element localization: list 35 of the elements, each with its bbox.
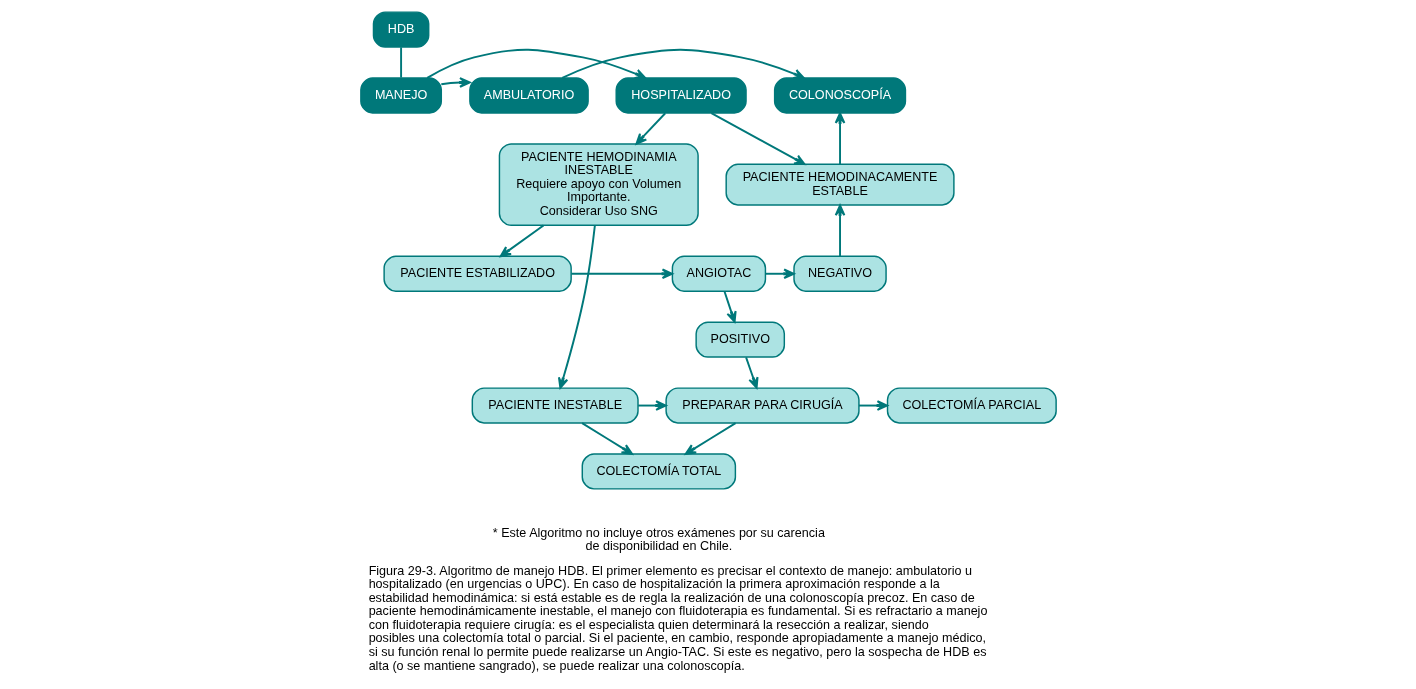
- node-box: PREPARAR PARA CIRUGÍA: [664, 387, 860, 424]
- node-box: HOSPITALIZADO: [614, 77, 747, 114]
- node-box: PACIENTE ESTABILIZADO: [382, 255, 572, 292]
- arrow: [723, 290, 737, 323]
- arrow: [569, 268, 673, 280]
- node-box: NEGATIVO: [792, 255, 887, 292]
- arrow: [834, 112, 845, 166]
- arrow: [834, 204, 845, 258]
- arrow: [857, 400, 888, 411]
- node-box: ANGIOTAC: [671, 255, 766, 292]
- node-box: PACIENTE INESTABLE: [471, 387, 639, 424]
- arrow: [709, 112, 806, 166]
- node-box: COLONOSCOPÍA: [773, 77, 906, 114]
- arrow: [635, 112, 666, 145]
- node-box: MANEJO: [359, 77, 442, 114]
- node-box: COLECTOMÍA TOTAL: [581, 453, 736, 490]
- arrow: [425, 48, 646, 80]
- node-box: HDB: [372, 11, 429, 48]
- node-box: POSITIVO: [694, 321, 785, 358]
- node-box: COLECTOMÍA PARCIAL: [886, 387, 1057, 424]
- arrow: [684, 422, 736, 455]
- arrow: [557, 224, 596, 389]
- caption: Figura 29-3. Algoritmo de manejo HDB. El primer elemento es precisar el contexto de manejo: ambulatorio u hospitalizado (en urgencias o UPC). En caso de hospitalización la primera aproximación responde a la estabilidad hemodinámica: si está estable es de regla la realización de una colonoscopía precoz. En caso de paciente hemodinámicamente inestable, el manejo con fluidoterapia es fundamental. Si es refractario a manejo con fluidoterapia requiere cirugía: es el especialista quien determinará la resección a realizar, siendo posibles una colectomía total o parcial. Si el paciente, en cambio, responde apropiadamente a manejo médico, si su función renal lo permite puede realizarse un Angio-TAC. Si este es negativo, pero la sospecha de HDB es alta (o se mantiene sangrado), se puede realizar una colonoscopía.: [368, 563, 987, 673]
- arrow: [764, 268, 795, 280]
- arrow: [439, 77, 471, 88]
- label: * Este Algoritmo no incluye otros exámenes por su carencia de disponibilidad en Chile.: [492, 525, 825, 554]
- node-box: PACIENTE HEMODINACAMENTE ESTABLE: [724, 163, 955, 206]
- arrow: [744, 356, 759, 389]
- arrow: [636, 400, 667, 411]
- arrow: [499, 224, 544, 258]
- arrow: [580, 422, 633, 455]
- node-box: AMBULATORIO: [468, 77, 589, 114]
- connector: [399, 46, 402, 79]
- node-box: PACIENTE HEMODINAMIA INESTABLE Requiere apoyo con Volumen Importante. Considerar Uso SNG: [498, 143, 699, 227]
- arrow: [560, 48, 805, 80]
